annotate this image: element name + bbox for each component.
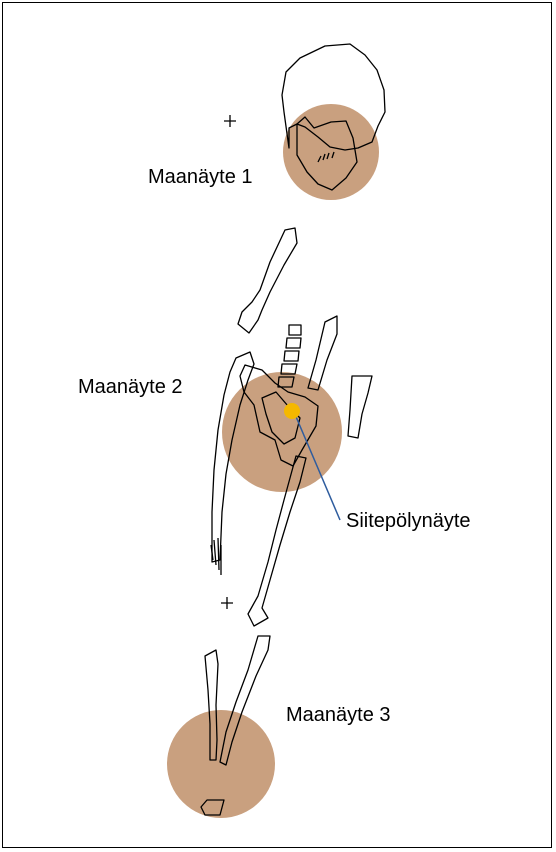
sample-1-label: Maanäyte 1 (148, 166, 253, 189)
datum-cross-bottom (221, 597, 233, 609)
datum-cross-top (224, 115, 236, 127)
ulna-right-outline (348, 376, 372, 438)
soil-sample-2-area (222, 372, 342, 492)
sample-3-label: Maanäyte 3 (286, 704, 391, 727)
pollen-sample-dot (284, 403, 300, 419)
humerus-outline (238, 228, 297, 333)
pollen-sample-label: Siitepölynäyte (346, 510, 471, 533)
soil-sample-3-area (167, 710, 275, 818)
radius-right-outline (308, 316, 337, 390)
sample-2-label: Maanäyte 2 (78, 376, 183, 399)
